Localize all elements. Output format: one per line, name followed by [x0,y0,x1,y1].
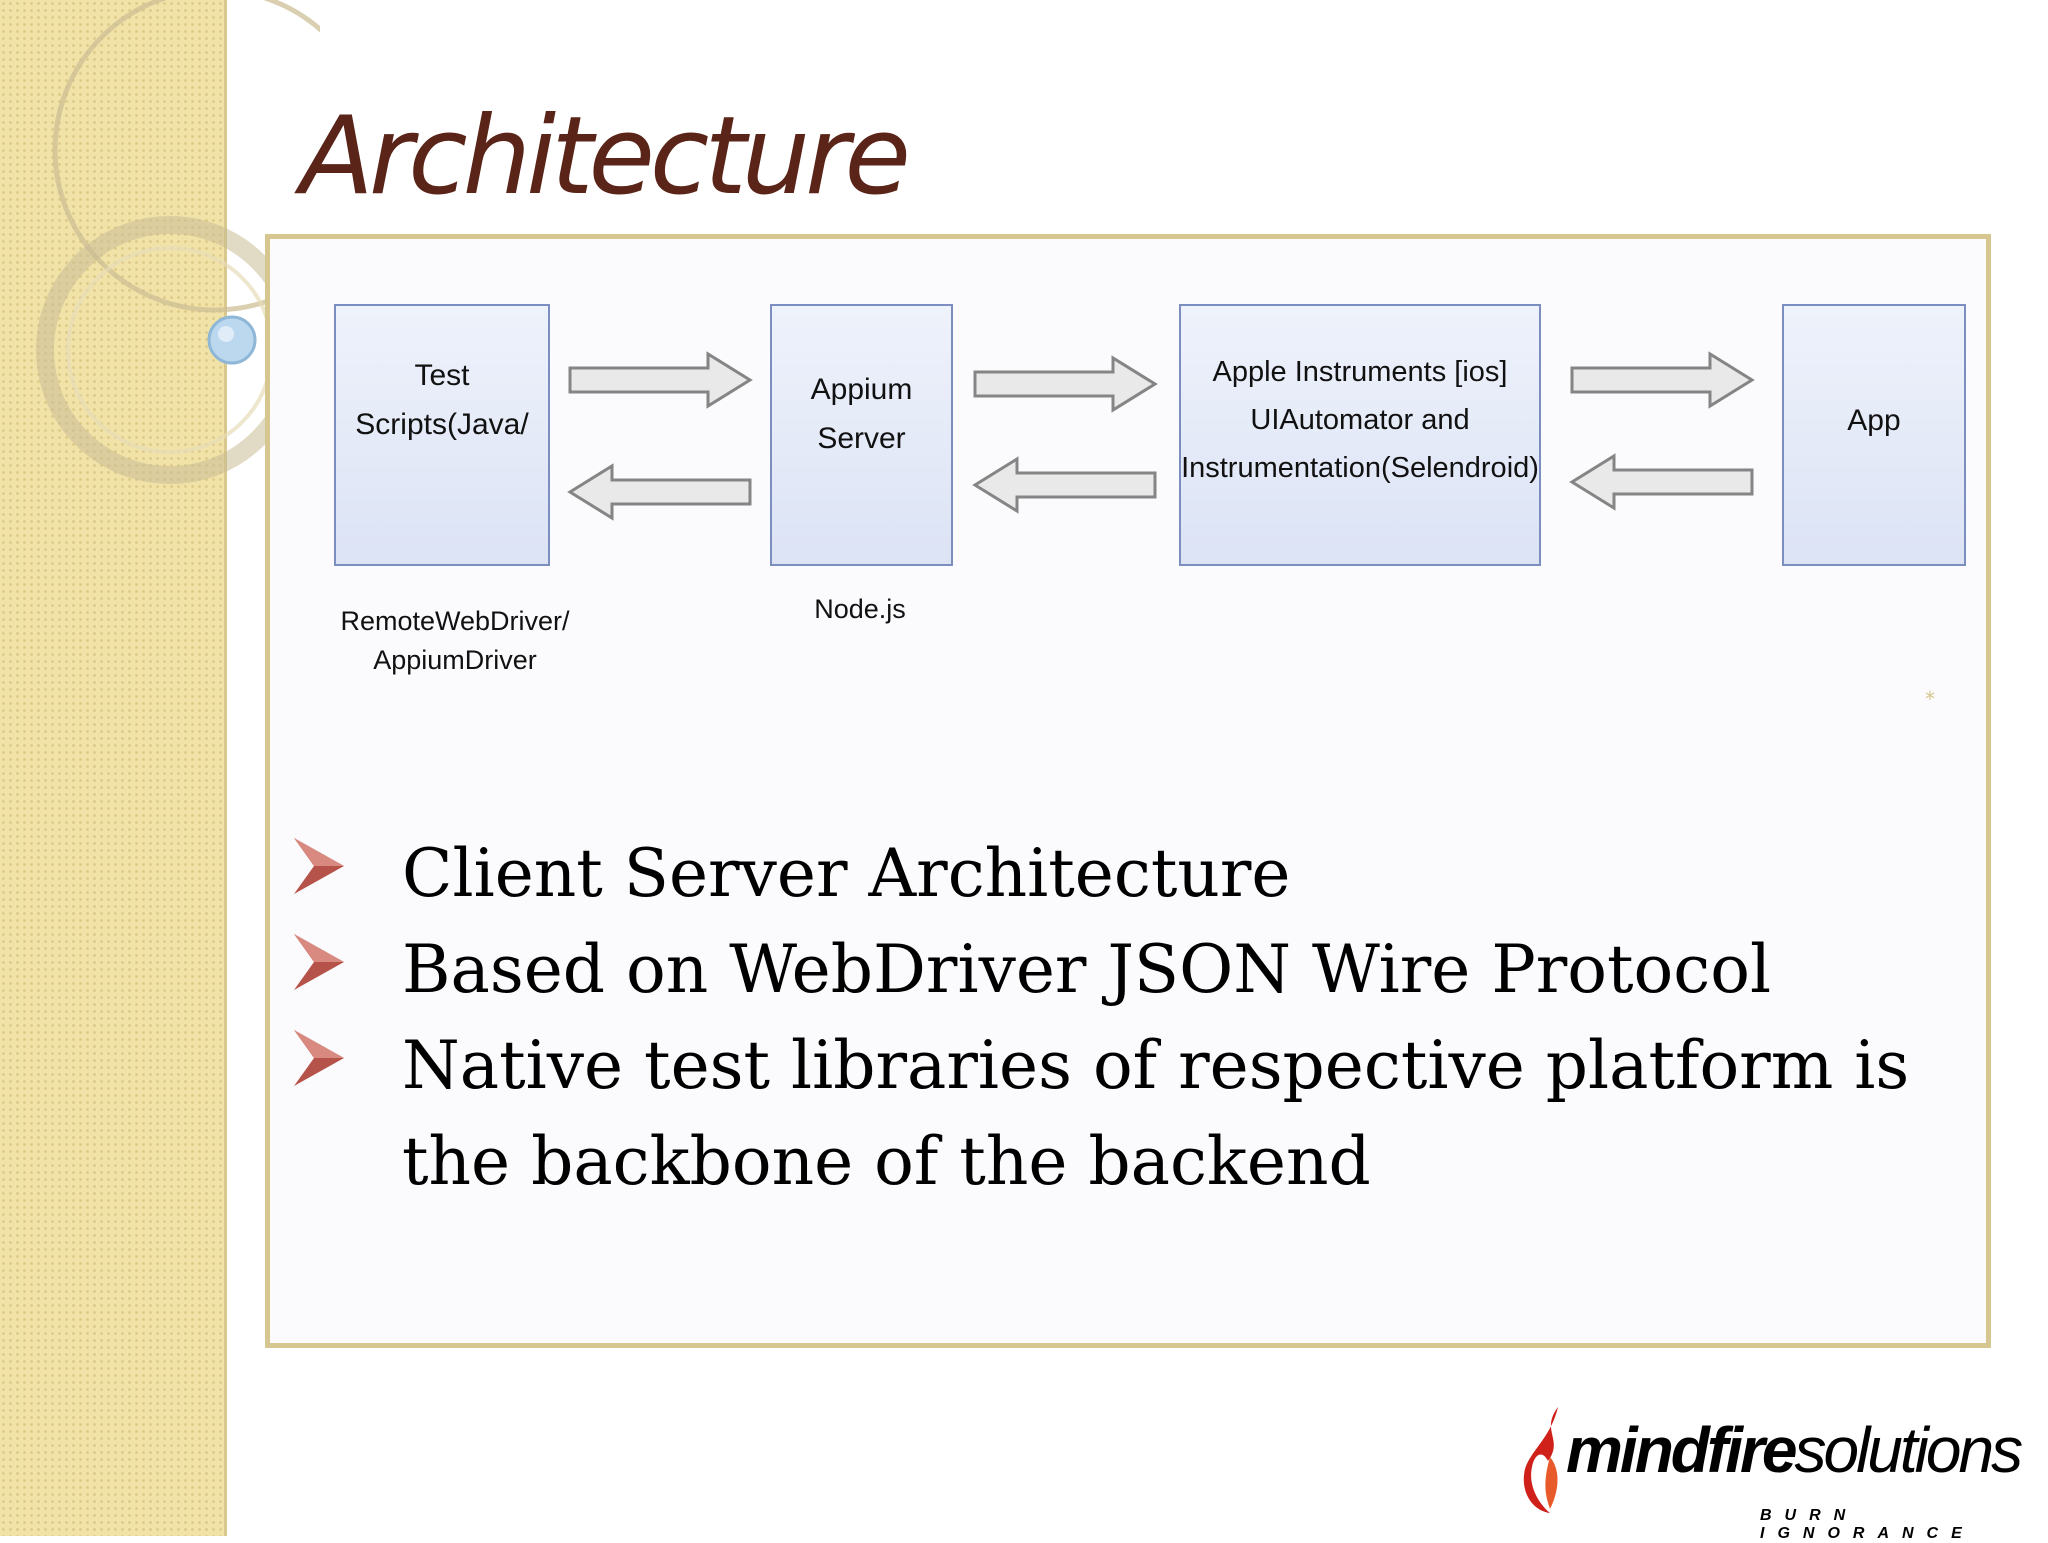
logo-tagline: BURN IGNORANCE [1760,1507,1975,1542]
flame-icon [1523,1407,1558,1513]
arrow-server-to-client [567,463,752,521]
logo-brand-bold: mindfire [1566,1414,1797,1486]
bullet-item: Native test libraries of respective plat… [290,1018,1970,1210]
node-app: App [1782,304,1966,566]
node-platform-backend: Apple Instruments [ios] UIAutomator and … [1179,304,1541,566]
bullet-list: Client Server Architecture Based on WebD… [290,826,1970,1210]
arrow-backend-to-server [972,456,1157,514]
arrowhead-bullet-icon [294,1030,344,1086]
node-app-label: App [1847,404,1901,438]
bullet-text: Client Server Architecture [402,835,1291,912]
bullet-item: Based on WebDriver JSON Wire Protocol [290,922,1970,1018]
node-appium-server: Appium Server [770,304,953,566]
decorative-rings [36,0,320,484]
arrow-client-to-server [568,351,753,409]
diagram-arrows: * [567,351,1935,711]
logo-brand-light: solutions [1794,1414,2023,1486]
arrow-app-to-backend [1569,453,1754,511]
bullet-text: Native test libraries of respective plat… [402,1027,1910,1200]
arrowhead-bullet-icon [294,934,344,990]
arrow-server-to-backend [973,355,1158,413]
logo-wordmark: mindfiresolutions [1566,1413,2023,1487]
client-driver-label: RemoteWebDriver/ AppiumDriver [340,606,570,676]
sidebar-divider [224,0,227,1536]
node-platform-backend-label: Apple Instruments [ios] UIAutomator and … [1181,356,1539,484]
decorative-sidebar [0,0,226,1536]
server-runtime-label: Node.js [814,594,906,624]
arrowhead-bullet-icon [294,838,344,894]
bullet-text: Based on WebDriver JSON Wire Protocol [402,931,1772,1008]
brand-logo: mindfiresolutions BURN IGNORANCE [1520,1405,2040,1542]
arrow-backend-to-app [1570,351,1755,409]
node-test-scripts-label: Test Scripts(Java/ [355,358,529,442]
node-test-scripts: Test Scripts(Java/ [334,304,550,566]
bullet-item: Client Server Architecture [290,826,1970,922]
diagram-frame [265,234,1991,1348]
star-glyph: * [1925,687,1935,711]
slide-title: Architecture [300,94,911,219]
node-appium-server-label: Appium Server [810,372,913,456]
